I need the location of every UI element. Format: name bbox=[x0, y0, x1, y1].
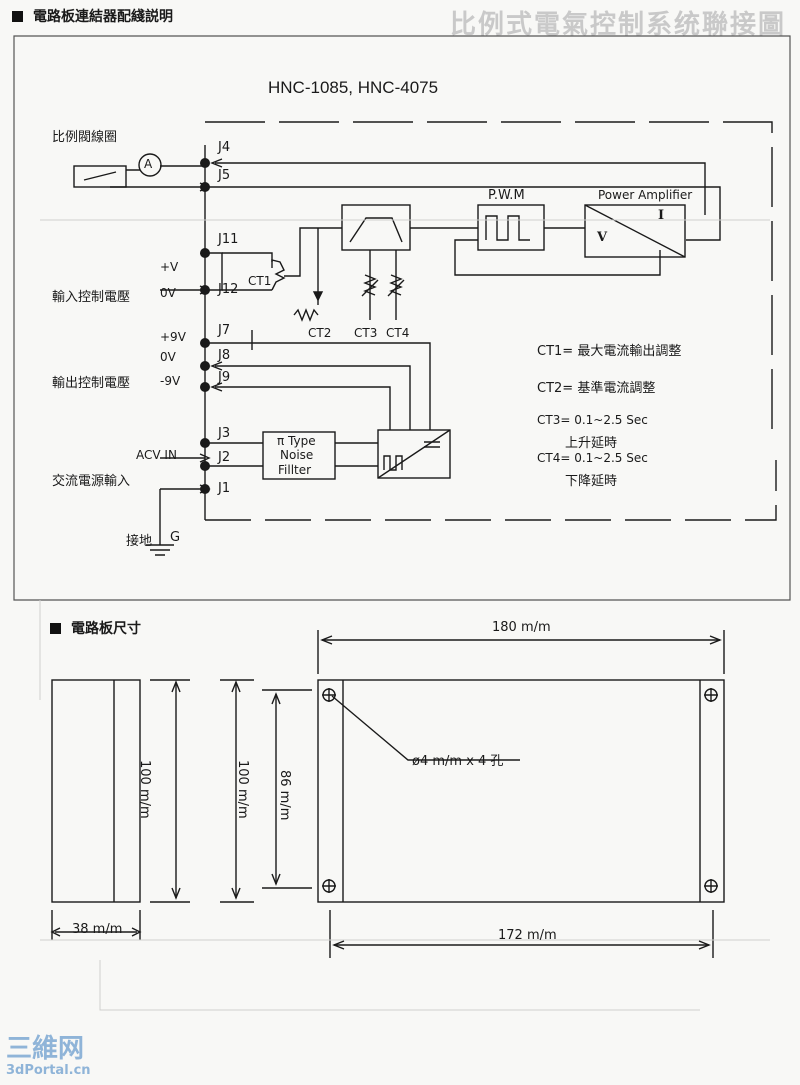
dim-100-b: 100 m/m bbox=[235, 760, 250, 819]
voltage-acv: ACV IN bbox=[136, 448, 177, 462]
label-ground: 接地 bbox=[126, 534, 153, 549]
note-ct4-b: 下降延時 bbox=[565, 474, 618, 489]
converter-block bbox=[377, 429, 451, 479]
ct2-resistor bbox=[293, 308, 319, 322]
note-ct2: CT2= 基準電流調整 bbox=[537, 381, 656, 396]
ct1-to-ramp bbox=[284, 227, 342, 277]
voltage-j11: +V bbox=[160, 260, 179, 274]
filter-label-3: Fillter bbox=[278, 463, 312, 477]
return-line-top bbox=[205, 121, 773, 440]
side-view bbox=[51, 679, 141, 903]
j9-line bbox=[215, 386, 391, 430]
voltage-j12: 0V bbox=[160, 286, 176, 300]
outer-frame bbox=[13, 35, 791, 601]
pin-j9: J9 bbox=[218, 370, 231, 385]
model-title: HNC-1085, HNC-4075 bbox=[268, 78, 439, 97]
ghost-title: 比例式電氣控制系统聯接圖 bbox=[449, 10, 786, 40]
pin-j1: J1 bbox=[218, 481, 231, 496]
ct4-label: CT4 bbox=[386, 326, 410, 340]
watermark: 三維网 3dPortal.cn bbox=[6, 1035, 91, 1078]
power-amp-block bbox=[584, 204, 686, 258]
bullet-square-icon bbox=[12, 10, 23, 22]
return-line-bottom bbox=[205, 460, 777, 521]
board-top-view bbox=[317, 679, 725, 903]
j4-arrow bbox=[210, 158, 223, 168]
ramp-shape bbox=[349, 217, 403, 243]
voltage-j9: -9V bbox=[160, 374, 181, 388]
ammeter-circle bbox=[138, 153, 162, 177]
feedback-line bbox=[454, 239, 661, 276]
label-input-voltage: 輸入控制電壓 bbox=[52, 290, 131, 305]
voltage-j8: 0V bbox=[160, 350, 176, 364]
note-ct3-a: CT3= 0.1~2.5 Sec bbox=[537, 413, 648, 427]
ground-symbol bbox=[146, 488, 205, 556]
ct3-label: CT3 bbox=[354, 326, 378, 340]
pin-j8: J8 bbox=[218, 348, 231, 363]
pin-j5: J5 bbox=[218, 168, 231, 183]
pin-j11: J11 bbox=[218, 232, 239, 247]
filter-label-1: π Type bbox=[277, 434, 316, 448]
amp-v-label: V bbox=[597, 230, 608, 245]
dim-180: 180 m/m bbox=[492, 620, 551, 635]
note-ct4-a: CT4= 0.1~2.5 Sec bbox=[537, 451, 648, 465]
section-title-wiring-text: 電路板連結器配綫説明 bbox=[33, 9, 173, 25]
pwm-block bbox=[477, 204, 545, 251]
ct1-label: CT1 bbox=[248, 274, 272, 288]
label-output-voltage: 輸出控制電壓 bbox=[52, 376, 131, 391]
dim-86: 86 m/m bbox=[277, 770, 292, 821]
j5-line bbox=[205, 186, 721, 241]
watermark-line1: 三維网 bbox=[6, 1034, 85, 1064]
voltage-j7: +9V bbox=[160, 330, 186, 344]
dim-38: 38 m/m bbox=[72, 922, 123, 937]
dim-100-a: 100 m/m bbox=[137, 760, 152, 819]
valve-coil bbox=[73, 165, 127, 188]
amp-i-label: I bbox=[658, 208, 665, 223]
j8-line bbox=[215, 365, 411, 430]
j4-line bbox=[215, 162, 706, 215]
watermark-line2: 3dPortal.cn bbox=[6, 1063, 91, 1078]
j7-line bbox=[205, 330, 431, 430]
filter-label-2: Noise bbox=[280, 448, 314, 462]
pin-j12: J12 bbox=[218, 282, 239, 297]
bullet-square-icon bbox=[50, 622, 61, 634]
label-ac-input: 交流電源輸入 bbox=[52, 474, 131, 489]
filter-block bbox=[262, 431, 336, 480]
label-ground-g: G bbox=[170, 530, 181, 545]
section-title-dimensions: 電路板尺寸 bbox=[50, 618, 141, 638]
pin-j4: J4 bbox=[218, 140, 231, 155]
pwm-label: P.W.M bbox=[488, 188, 525, 203]
section-title-wiring: 電路板連結器配綫説明 bbox=[12, 6, 173, 26]
power-amp-label: Power Amplifier bbox=[598, 188, 693, 202]
pin-j7: J7 bbox=[218, 323, 231, 338]
ct2-label: CT2 bbox=[308, 326, 332, 340]
ct1-wires bbox=[205, 252, 223, 291]
coil-wire bbox=[126, 165, 205, 171]
pwm-wave bbox=[485, 215, 530, 241]
label-valve-coil: 比例閥線圈 bbox=[52, 130, 118, 145]
ct1-resistor bbox=[271, 259, 286, 291]
pin-j2: J2 bbox=[218, 450, 231, 465]
dim-172: 172 m/m bbox=[498, 928, 557, 943]
pin-j3: J3 bbox=[218, 426, 231, 441]
ammeter-label: A bbox=[144, 157, 153, 171]
ramp-block bbox=[341, 204, 411, 251]
dim-holes: ø4 m/m x 4 孔 bbox=[412, 754, 504, 769]
note-ct3-b: 上升延時 bbox=[565, 436, 618, 451]
note-ct1: CT1= 最大電流輸出調整 bbox=[537, 344, 682, 359]
section-title-dimensions-text: 電路板尺寸 bbox=[71, 621, 141, 637]
